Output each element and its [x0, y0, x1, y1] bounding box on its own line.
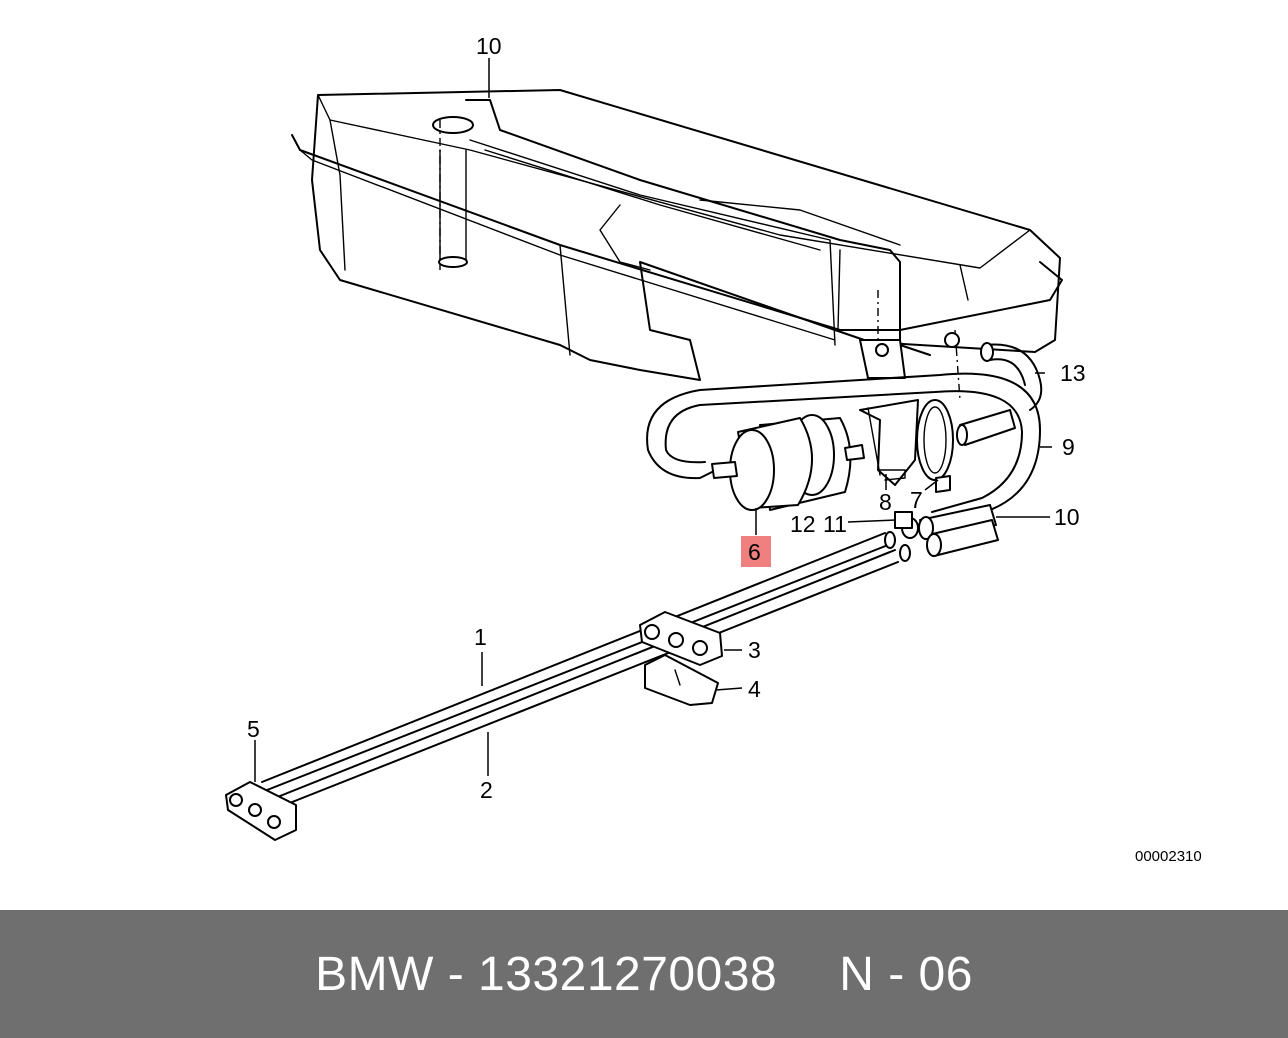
callout-1: 1: [474, 624, 487, 650]
part-number-text: BMW - 13321270038: [315, 947, 778, 1001]
callout-13: 13: [1060, 360, 1086, 386]
fuel-hoses: [646, 342, 1043, 526]
callout-10-right: 10: [1054, 504, 1080, 530]
part-info-footer: BMW - 13321270038 N - 06: [0, 910, 1288, 1038]
position-number-text: N - 06: [839, 947, 973, 1001]
callout-11: 11: [823, 511, 847, 537]
callout-4: 4: [748, 676, 761, 702]
callout-8: 8: [879, 489, 892, 515]
fuel-tank: [291, 89, 1063, 401]
fuel-system-diagram: 10 13 9 10 8 7 12 11 6 1 3 4 5 2 0000231…: [225, 33, 1202, 865]
line-clips: [225, 611, 723, 841]
callout-labels: 10 13 9 10 8 7 12 11 6 1 3 4 5 2 0000231…: [247, 33, 1202, 865]
callout-6-highlight: [741, 536, 771, 567]
callout-7: 7: [910, 487, 923, 513]
diagram-reference-number: 00002310: [1135, 848, 1202, 865]
leader-lines: [254, 58, 1052, 782]
callout-9: 9: [1062, 434, 1075, 460]
callout-5: 5: [247, 716, 260, 742]
callout-10-top: 10: [476, 33, 502, 59]
fuel-filter: [711, 399, 954, 511]
fuel-lines: [261, 504, 999, 811]
callout-2: 2: [480, 777, 493, 803]
callout-3: 3: [748, 637, 761, 663]
callout-12: 12: [790, 511, 816, 537]
callout-6: 6: [748, 539, 761, 565]
